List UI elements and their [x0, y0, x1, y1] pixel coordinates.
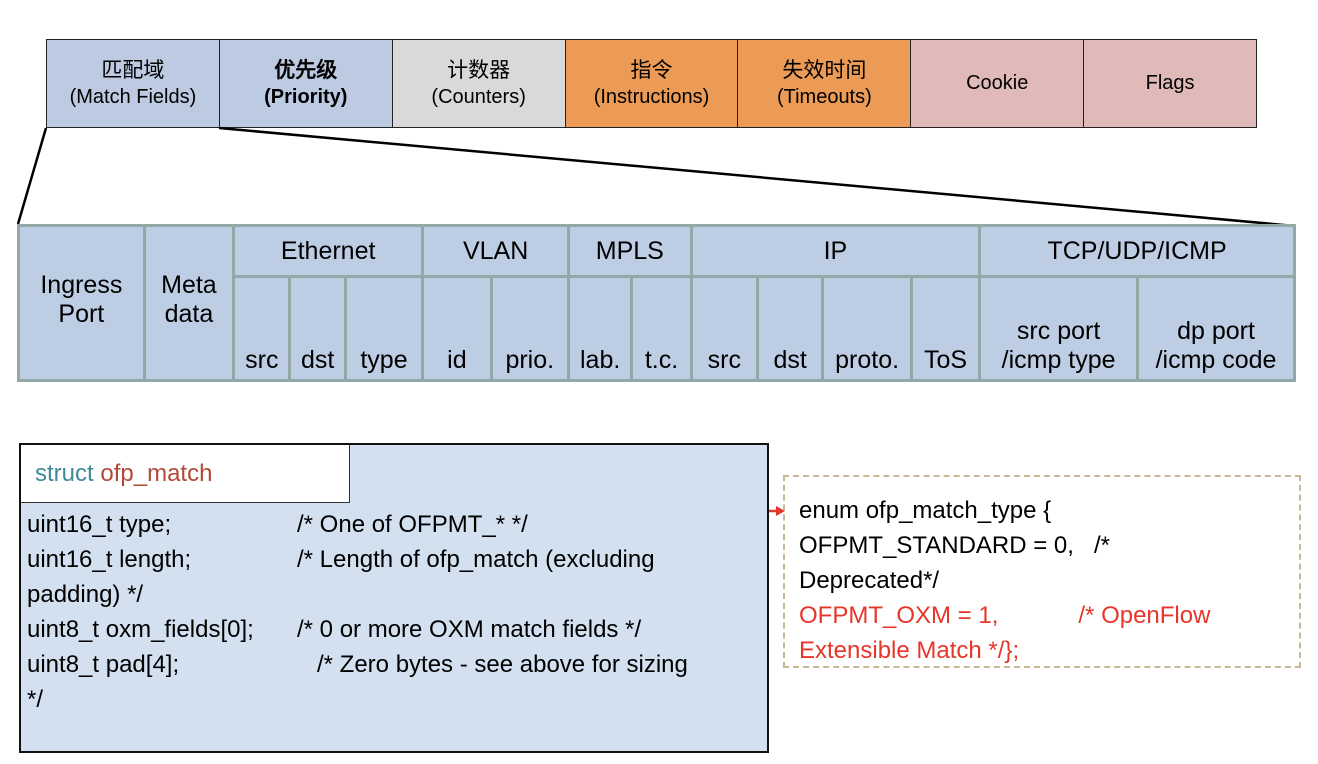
entry-cell-en: (Counters) [431, 85, 526, 108]
field-label: Meta data [161, 271, 217, 328]
field-label: Ingress Port [40, 271, 123, 328]
group-ethernet: Ethernet [232, 223, 425, 279]
match-fields-table: Ingress Port Meta data Ethernet VLAN MPL… [17, 223, 1296, 382]
enum-line: Deprecated*/ [799, 567, 940, 594]
entry-cell-match-fields: 匹配域 (Match Fields) [47, 40, 220, 127]
entry-cell-flags: Flags [1084, 40, 1257, 127]
struct-field-comment: /* Length of ofp_match (excluding [297, 546, 655, 573]
subfield-row: src dst type id prio. lab. t.c. src dst … [19, 275, 1296, 382]
entry-cell-en: Flags [1145, 72, 1195, 94]
entry-cell-en: (Timeouts) [776, 85, 872, 108]
entry-cell-timeouts: 失效时间 (Timeouts) [738, 40, 912, 127]
entry-cell-instructions: 指令 (Instructions) [565, 40, 739, 127]
entry-cell-zh: 指令 [630, 58, 673, 82]
entry-cell-en: (Priority) [264, 85, 348, 108]
struct-field-line: */ [27, 682, 757, 717]
group-header-row: Ingress Port Meta data Ethernet VLAN MPL… [17, 223, 1296, 382]
struct-field-line: uint8_t oxm_fields[0]; /* 0 or more OXM m… [27, 612, 757, 647]
group-ip: IP [689, 223, 982, 279]
struct-title: struct ofp_match [21, 445, 350, 503]
field-vlan-prio: prio. [489, 275, 570, 382]
struct-field-decl: uint8_t oxm_fields[0]; [27, 616, 254, 643]
struct-field-decl: uint8_t pad[4]; [27, 651, 180, 678]
struct-name: ofp_match [100, 460, 213, 487]
enum-line: enum ofp_match_type { [799, 497, 1052, 524]
struct-field-decl: uint16_t type; [27, 511, 172, 538]
enum-line-highlighted: Extensible Match */}; [799, 637, 1020, 664]
struct-field-decl: uint16_t length; [27, 546, 192, 573]
field-dst-port: dp port /icmp code [1136, 275, 1296, 382]
struct-field-line: uint16_t type; /* One of OFPMT_* */ [27, 507, 757, 542]
entry-cell-zh: 优先级 [274, 58, 338, 82]
field-ingress-port: Ingress Port [17, 224, 146, 382]
entry-cell-zh: 计数器 [447, 58, 511, 82]
field-eth-dst: dst [288, 275, 347, 382]
entry-cell-zh: 失效时间 [782, 58, 867, 82]
struct-field-comment: /* One of OFPMT_* */ [297, 511, 528, 538]
entry-cell-cookie: Cookie [911, 40, 1085, 127]
zoom-line-left [16, 127, 48, 225]
group-transport: TCP/UDP/ICMP [978, 223, 1296, 279]
struct-body: uint16_t type;/* One of OFPMT_* */uint16… [27, 507, 757, 717]
entry-cell-zh: 匹配域 [101, 58, 165, 82]
field-mpls-tc: t.c. [630, 275, 693, 382]
struct-field-line: uint8_t pad[4]; /* Zero bytes - see above… [27, 647, 757, 682]
field-eth-src: src [232, 275, 292, 382]
entry-cell-en: Cookie [966, 72, 1029, 94]
struct-field-comment: /* Zero bytes - see above for sizing [317, 651, 688, 678]
struct-field-decl: padding) */ [27, 581, 144, 608]
entry-cell-en: (Match Fields) [69, 85, 197, 108]
enum-line: OFPMT_STANDARD = 0, /* [799, 532, 1110, 559]
flow-entry-row: 匹配域 (Match Fields) 优先级 (Priority) 计数器 (C… [46, 39, 1257, 128]
field-ip-proto: proto. [821, 275, 913, 382]
struct-keyword: struct [35, 460, 94, 487]
field-metadata: Meta data [142, 224, 236, 382]
struct-field-line: padding) */ [27, 577, 757, 612]
enum-line-highlighted: OFPMT_OXM = 1, /* OpenFlow [799, 602, 1211, 629]
struct-ofp-match-box: struct ofp_match uint16_t type; /* One of… [19, 443, 769, 753]
entry-cell-en: (Instructions) [593, 85, 710, 108]
struct-field-comment: /* 0 or more OXM match fields */ [297, 616, 642, 643]
field-ip-dst: dst [755, 275, 825, 382]
struct-field-decl: */ [27, 686, 44, 713]
field-src-port: src port /icmp type [978, 275, 1140, 382]
field-mpls-label: lab. [566, 275, 634, 382]
group-vlan: VLAN [421, 223, 570, 279]
field-ip-src: src [689, 275, 760, 382]
entry-cell-counters: 计数器 (Counters) [392, 40, 566, 127]
enum-ofp-match-type-box: enum ofp_match_type { OFPMT_STANDARD = 0,… [783, 475, 1301, 668]
struct-field-line: uint16_t length; /* Length of ofp_match (… [27, 542, 757, 577]
entry-cell-priority: 优先级 (Priority) [219, 40, 393, 127]
field-vlan-id: id [421, 275, 493, 382]
field-ip-tos: ToS [909, 275, 982, 382]
field-eth-type: type [343, 275, 425, 382]
zoom-line-right [218, 126, 1296, 228]
group-mpls: MPLS [566, 223, 693, 279]
